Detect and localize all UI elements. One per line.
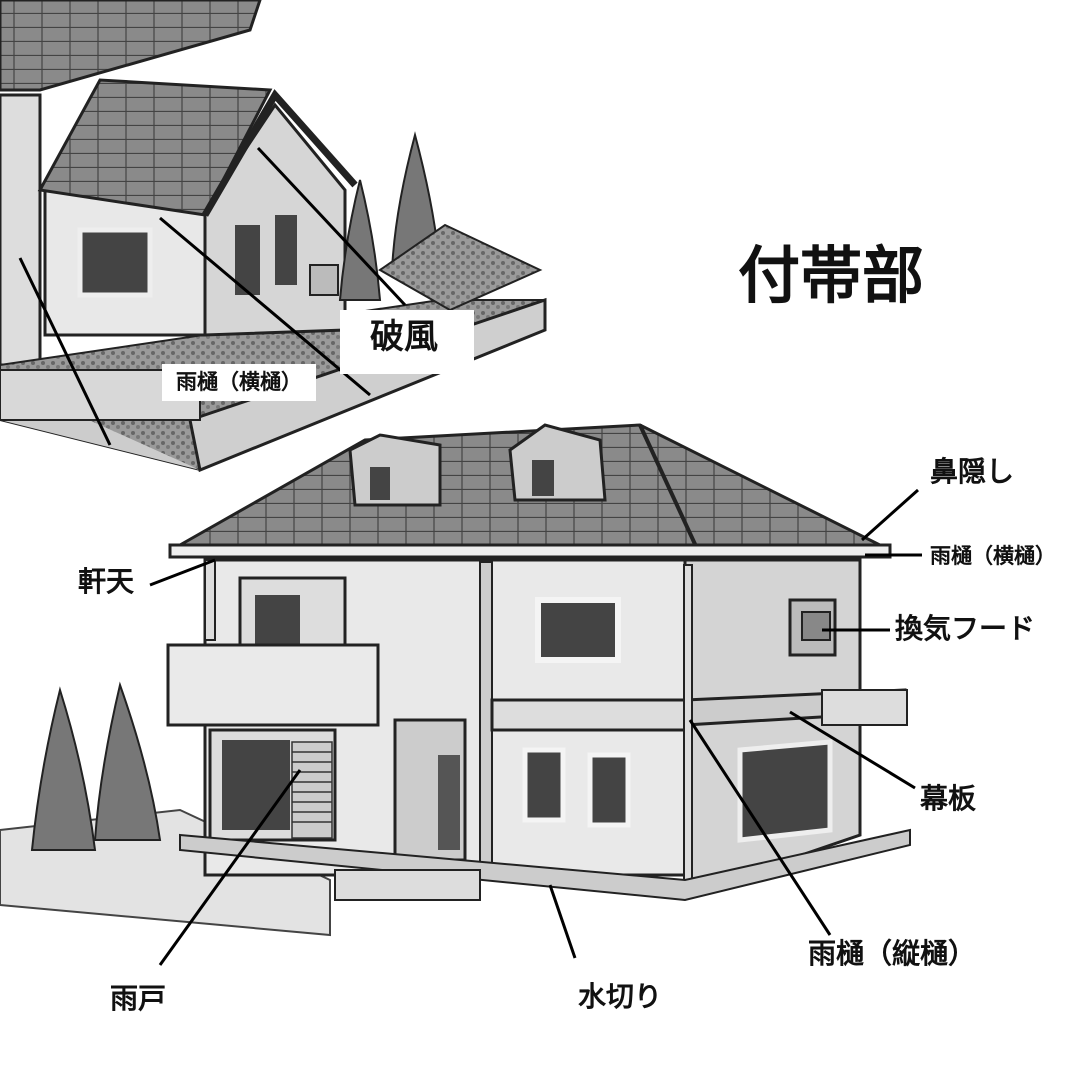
label-makuita: 幕板 xyxy=(920,782,977,815)
label-amado: 雨戸 xyxy=(110,982,167,1015)
label-amadoi-yoko-right: 雨樋（横樋） xyxy=(930,544,1056,568)
leader-amadoi-tate xyxy=(688,719,832,936)
leader-amado xyxy=(158,769,302,966)
label-amadoi-tate: 雨樋（縦樋） xyxy=(808,937,977,970)
leader-hanakakushi xyxy=(861,488,919,542)
label-nokiten: 軒天 xyxy=(78,565,135,598)
leader-mizukiri xyxy=(548,884,577,959)
leader-lines xyxy=(18,146,922,966)
leader-hafu xyxy=(256,146,407,307)
leader-nokiten xyxy=(149,558,216,587)
label-hanakakushi: 鼻隠し xyxy=(930,455,1015,488)
leader-amadoi-yoko-top xyxy=(159,216,371,397)
main-house xyxy=(0,423,911,937)
label-amadoi-yoko-top: 雨樋（横樋） xyxy=(162,364,316,401)
diagram-title: 付帯部 xyxy=(738,239,925,312)
leader-makuita xyxy=(789,710,916,790)
label-kanki-hood: 換気フード xyxy=(895,612,1036,645)
label-hafu: 破風 xyxy=(340,310,474,374)
leader-amadoi-tate-top xyxy=(18,257,112,446)
label-mizukiri: 水切り xyxy=(578,980,663,1013)
